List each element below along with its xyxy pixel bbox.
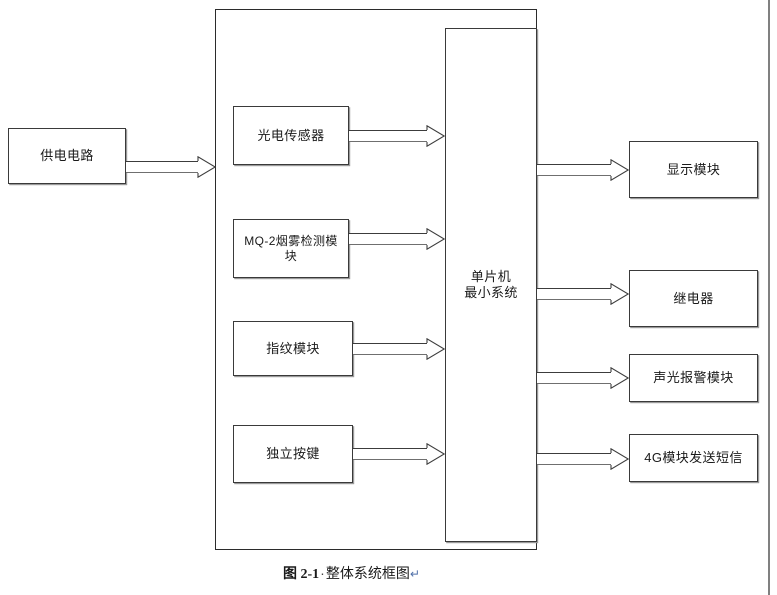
figure-caption-title: 整体系统框图 xyxy=(325,565,410,581)
arrow-mcu-to-display xyxy=(537,158,630,182)
arrow-shaft xyxy=(353,448,428,460)
block-output-0-label: 显示模块 xyxy=(666,161,721,177)
block-input-3-label: 独立按键 xyxy=(266,446,320,462)
block-input-0[interactable]: 光电传感器 xyxy=(233,106,349,165)
block-input-2[interactable]: 指纹模块 xyxy=(233,321,353,376)
arrow-head-icon xyxy=(426,442,446,466)
block-output-2-label: 声光报警模块 xyxy=(653,370,734,386)
block-input-1-label: MQ-2烟雾检测模 块 xyxy=(244,233,338,263)
arrow-shaft xyxy=(537,372,612,384)
arrow-shaft xyxy=(353,343,428,355)
arrow-shaft xyxy=(349,233,428,245)
block-input-1[interactable]: MQ-2烟雾检测模 块 xyxy=(233,219,349,278)
block-output-0[interactable]: 显示模块 xyxy=(629,141,758,198)
page-border-rule xyxy=(768,0,770,595)
block-output-3-label: 4G模块发送短信 xyxy=(644,450,743,466)
arrow-head-icon xyxy=(197,155,217,179)
block-output-1-label: 继电器 xyxy=(673,290,714,306)
block-output-2[interactable]: 声光报警模块 xyxy=(629,354,758,402)
arrow-power-to-system xyxy=(126,155,217,179)
arrow-mcu-to-alarm xyxy=(537,366,630,390)
block-mcu-minimum-system[interactable]: 单片机 最小系统 xyxy=(445,28,537,542)
arrow-head-icon xyxy=(426,337,446,361)
paragraph-mark-icon: ↵ xyxy=(409,567,420,581)
arrow-shaft xyxy=(537,164,612,176)
arrow-smoke-to-mcu xyxy=(349,227,446,251)
arrow-head-icon xyxy=(610,158,630,182)
block-output-1[interactable]: 继电器 xyxy=(629,270,758,327)
arrow-mcu-to-4g xyxy=(537,447,630,471)
block-power-supply-label: 供电电路 xyxy=(40,148,94,164)
block-input-3[interactable]: 独立按键 xyxy=(233,425,353,483)
arrow-shaft xyxy=(126,161,199,173)
arrow-photosensor-to-mcu xyxy=(349,124,446,148)
figure-caption-separator: · xyxy=(320,565,325,581)
arrow-head-icon xyxy=(426,227,446,251)
arrow-mcu-to-relay xyxy=(537,282,630,306)
figure-caption: 图 2-1·整体系统框图↵ xyxy=(283,563,420,583)
block-input-0-label: 光电传感器 xyxy=(257,127,325,143)
arrow-shaft xyxy=(537,288,612,300)
arrow-head-icon xyxy=(610,447,630,471)
figure-caption-number: 图 2-1 xyxy=(283,567,320,582)
block-input-2-label: 指纹模块 xyxy=(266,340,320,356)
block-power-supply[interactable]: 供电电路 xyxy=(8,128,126,184)
block-output-3[interactable]: 4G模块发送短信 xyxy=(629,434,758,482)
arrow-shaft xyxy=(537,453,612,465)
arrow-head-icon xyxy=(610,366,630,390)
arrow-keys-to-mcu xyxy=(353,442,446,466)
arrow-head-icon xyxy=(426,124,446,148)
block-mcu-label: 单片机 最小系统 xyxy=(464,269,518,300)
arrow-fingerprint-to-mcu xyxy=(353,337,446,361)
arrow-head-icon xyxy=(610,282,630,306)
arrow-shaft xyxy=(349,130,428,142)
